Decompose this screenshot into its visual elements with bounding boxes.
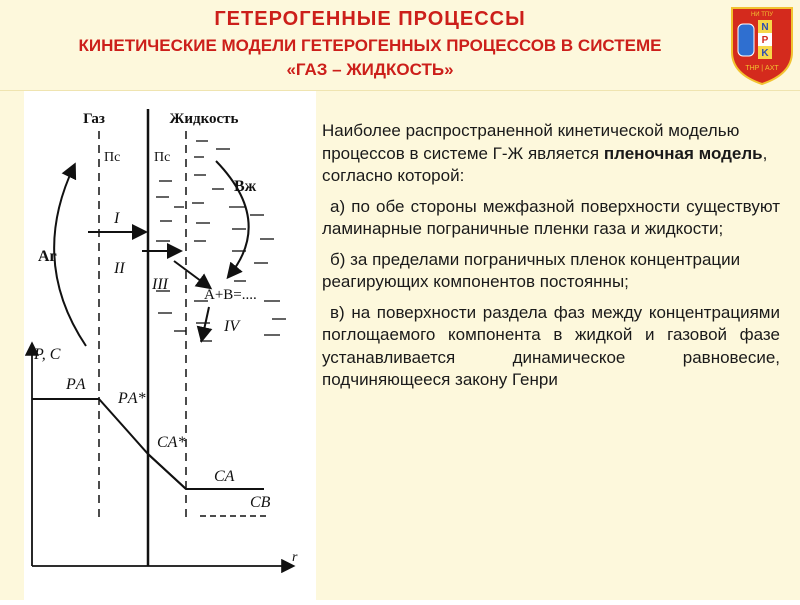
subtitle-line-2: «ГАЗ – ЖИДКОСТЬ» bbox=[286, 60, 454, 79]
logo-letter-p: P bbox=[762, 35, 769, 46]
gas-phase-label: Аг bbox=[38, 248, 57, 265]
liquid-hatching bbox=[156, 140, 286, 342]
gas-film-label: Пс bbox=[104, 150, 120, 165]
logo-top-text: НИ ТПУ bbox=[751, 12, 773, 18]
slide-header: ГЕТЕРОГЕННЫЕ ПРОЦЕССЫ КИНЕТИЧЕСКИЕ МОДЕЛ… bbox=[0, 0, 800, 91]
liquid-profile bbox=[147, 453, 264, 490]
gas-label: Газ bbox=[83, 111, 105, 127]
cb-label: CВ bbox=[250, 494, 271, 511]
intro-text-end: , согласно которой: bbox=[322, 143, 768, 186]
film-model-diagram: Газ Жидкость Пс Пс Аг Вж I bbox=[24, 109, 298, 574]
logo-letter-n: N bbox=[761, 22, 768, 33]
stage-ii-label: II bbox=[113, 260, 125, 277]
y-axis-label: P, C bbox=[33, 346, 61, 363]
logo-bottle bbox=[737, 23, 755, 57]
liquid-flow-arrow bbox=[215, 160, 250, 280]
slide-subtitle: КИНЕТИЧЕСКИЕ МОДЕЛИ ГЕТЕРОГЕННЫХ ПРОЦЕСС… bbox=[0, 34, 740, 82]
stage-iii-label: III bbox=[151, 276, 169, 293]
logo-letter-box-3 bbox=[758, 46, 772, 59]
point-c: в) на поверхности раздела фаз между конц… bbox=[322, 302, 780, 390]
film-model-figure: Газ Жидкость Пс Пс Аг Вж I bbox=[24, 91, 316, 600]
intro-paragraph: Наиболее распространенной кинетической м… bbox=[322, 120, 780, 188]
liquid-phase-label: Вж bbox=[234, 178, 257, 195]
logo-letter-box-1 bbox=[758, 20, 772, 33]
liquid-label: Жидкость bbox=[170, 111, 239, 127]
liquid-film-label: Пс bbox=[154, 150, 170, 165]
film-model-term: пленочная модель bbox=[603, 143, 763, 163]
ca-star-label: CА* bbox=[157, 434, 185, 451]
x-axis-label: r bbox=[292, 550, 298, 565]
slide-title: ГЕТЕРОГЕННЫЕ ПРОЦЕССЫ bbox=[214, 8, 526, 30]
reaction-label: А+В=.... bbox=[204, 287, 257, 303]
left-margin-strip bbox=[0, 91, 24, 600]
point-b: б) за пределами пограничных пленок конце… bbox=[322, 249, 741, 292]
logo-letter-box-2 bbox=[758, 33, 772, 46]
logo-bottom-text: ТНР | АХТ bbox=[745, 65, 779, 72]
logo-letter-k: K bbox=[761, 48, 769, 59]
intro-text-start: Наиболее распространенной кинетической м… bbox=[322, 121, 740, 163]
subtitle-line-1: КИНЕТИЧЕСКИЕ МОДЕЛИ ГЕТЕРОГЕННЫХ ПРОЦЕСС… bbox=[78, 36, 662, 55]
ca-label: CА bbox=[214, 468, 235, 485]
point-a: а) по обе стороны межфазной поверхности … bbox=[322, 196, 780, 239]
pa-label: PА bbox=[65, 376, 86, 393]
stage-iv-label: IV bbox=[223, 318, 241, 335]
text-panel-background bbox=[316, 91, 800, 600]
gas-flow-arrow bbox=[53, 162, 87, 347]
university-logo: НИ ТПУ N P K ТНР | АХТ bbox=[731, 7, 793, 86]
stage-iv-arrow bbox=[196, 306, 213, 343]
stage-i-label: I bbox=[113, 210, 120, 227]
slide-body-text: Наиболее распространенной кинетической м… bbox=[322, 120, 780, 400]
pa-star-label: PА* bbox=[117, 390, 146, 407]
stage-iii-arrow bbox=[173, 260, 213, 290]
